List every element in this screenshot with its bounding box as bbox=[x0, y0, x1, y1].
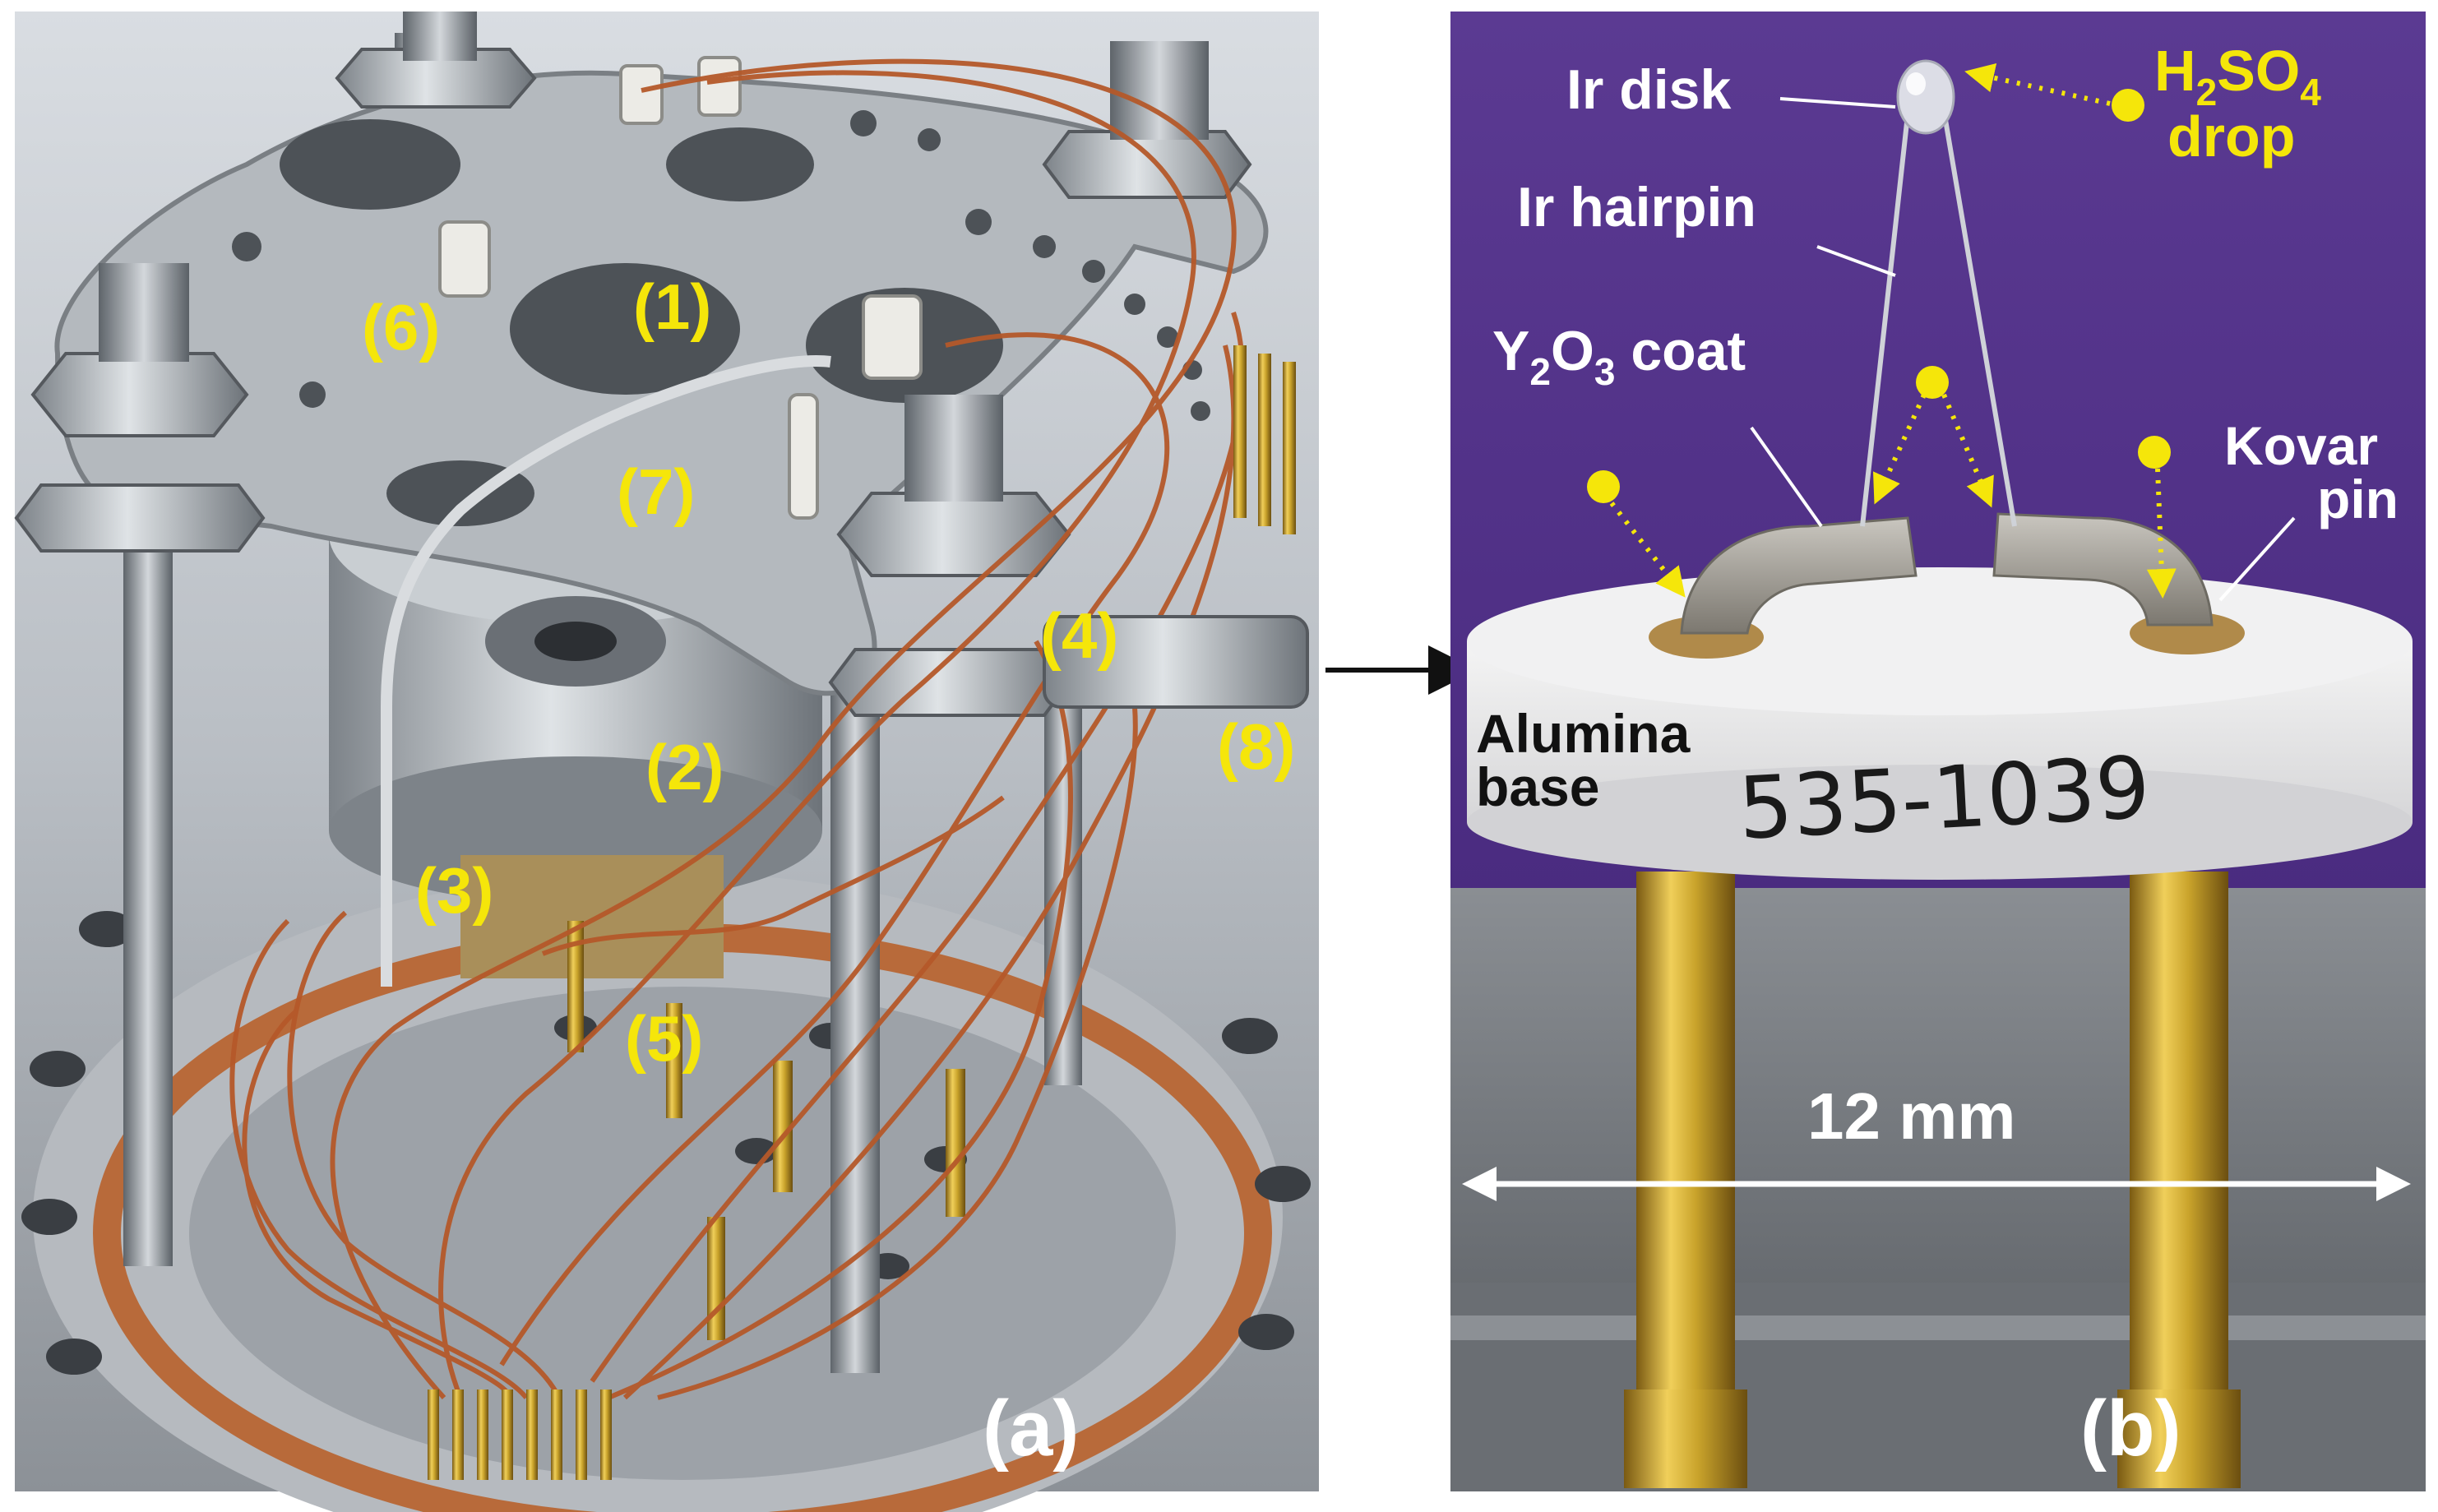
panel-a-labels: (1) (2) (3) (4) (5) (6) (7) (8) (a) bbox=[362, 270, 1295, 1473]
dot-coat bbox=[1916, 366, 1949, 399]
y2o3-coat-label: Y2O3 coat bbox=[1492, 320, 1746, 393]
panel-b-annotations: Ir disk H2SO4 drop Ir hairpin Y2O3 coat … bbox=[1462, 39, 2411, 1473]
panel-a-label: (a) bbox=[983, 1385, 1079, 1473]
ir-disk-label: Ir disk bbox=[1566, 58, 1731, 121]
ir-hairpin-label: Ir hairpin bbox=[1517, 176, 1756, 238]
panel-a-photo bbox=[14, 12, 1319, 1512]
pin-label: pin bbox=[2317, 469, 2399, 529]
dot-right-pin bbox=[2138, 436, 2171, 469]
label-6: (6) bbox=[362, 291, 440, 363]
panel-b-label: (b) bbox=[2080, 1385, 2181, 1473]
label-3: (3) bbox=[415, 854, 493, 927]
alumina-label: Alumina bbox=[1476, 703, 1691, 764]
h2so4-label: H2SO4 bbox=[2154, 39, 2321, 113]
label-7: (7) bbox=[617, 455, 695, 528]
label-4: (4) bbox=[1040, 599, 1118, 672]
base-label: base bbox=[1476, 756, 1599, 817]
dot-left-pin bbox=[1587, 470, 1620, 503]
kovar-label: Kovar bbox=[2224, 415, 2378, 476]
drop-label: drop bbox=[2167, 104, 2296, 169]
sample-id-handwriting: 535-1039 bbox=[1736, 738, 2152, 859]
label-5: (5) bbox=[625, 1002, 703, 1075]
scale-label: 12 mm bbox=[1807, 1080, 2015, 1153]
label-2: (2) bbox=[645, 731, 724, 803]
label-8: (8) bbox=[1217, 710, 1295, 783]
dot-h2so4 bbox=[2112, 89, 2144, 122]
label-1: (1) bbox=[633, 270, 711, 343]
